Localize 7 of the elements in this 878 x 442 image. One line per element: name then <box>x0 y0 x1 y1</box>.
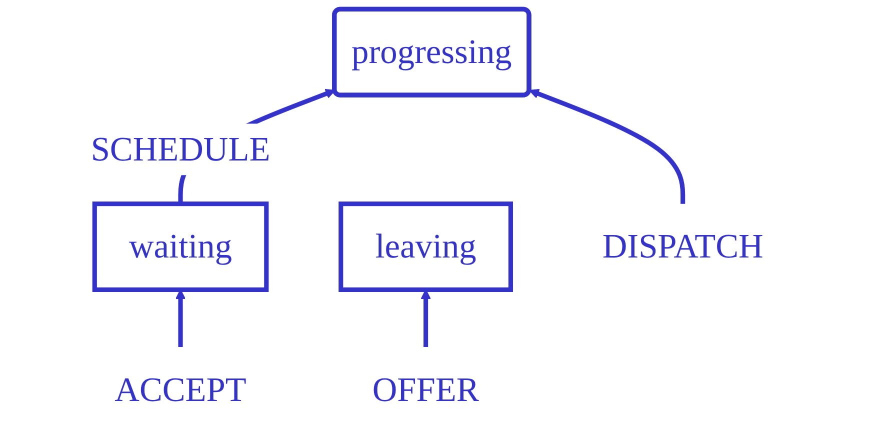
node-text: DISPATCH <box>602 228 764 266</box>
node-text: ACCEPT <box>114 371 246 409</box>
edge-label: SCHEDULE <box>90 130 270 168</box>
node-box: leaving <box>338 202 513 292</box>
arrow <box>529 88 686 204</box>
node-text: OFFER <box>372 371 480 409</box>
node-box: waiting <box>92 202 269 292</box>
